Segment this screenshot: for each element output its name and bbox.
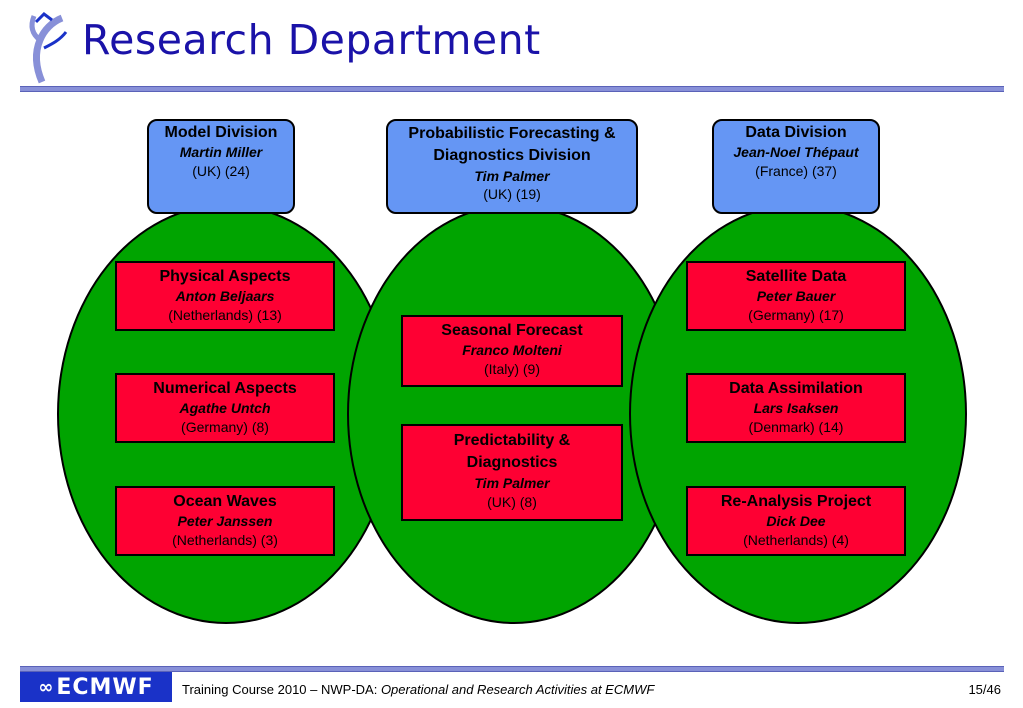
section-ocean-waves: Ocean Waves Peter Janssen (Netherlands) … — [115, 486, 335, 556]
footer-italic: Operational and Research Activities at E… — [380, 682, 655, 697]
section-seasonal-forecast: Seasonal Forecast Franco Molteni (Italy)… — [401, 315, 623, 387]
ecmwf-bird-logo-icon — [29, 12, 68, 84]
ecmwf-logo-text: ECMWF — [56, 674, 154, 700]
page-number: 15/46 — [968, 682, 1001, 697]
division-name: Data Division — [745, 124, 847, 141]
section-numerical-aspects: Numerical Aspects Agathe Untch (Germany)… — [115, 373, 335, 443]
probabilistic-division-ellipse — [347, 204, 681, 624]
division-country: (UK) (24) — [192, 163, 250, 179]
division-head-probabilistic: Probabilistic Forecasting & Diagnostics … — [386, 119, 638, 214]
ecmwf-logo: ∞ ECMWF — [20, 672, 172, 702]
section-predictability-diagnostics: Predictability & Diagnostics Tim Palmer … — [401, 424, 623, 521]
footer-divider — [20, 666, 1004, 672]
division-head-model: Model Division Martin Miller (UK) (24) — [147, 119, 295, 214]
section-physical-aspects: Physical Aspects Anton Beljaars (Netherl… — [115, 261, 335, 331]
header-divider — [20, 86, 1004, 92]
section-satellite-data: Satellite Data Peter Bauer (Germany) (17… — [686, 261, 906, 331]
division-head-person: Jean-Noel Thépaut — [733, 144, 859, 160]
division-name: Probabilistic Forecasting & Diagnostics … — [408, 125, 616, 164]
section-re-analysis-project: Re-Analysis Project Dick Dee (Netherland… — [686, 486, 906, 556]
division-country: (France) (37) — [755, 163, 837, 179]
division-country: (UK) (19) — [483, 186, 541, 202]
division-head-person: Tim Palmer — [474, 168, 550, 184]
footer-text: Training Course 2010 – NWP-DA: Operation… — [182, 682, 654, 697]
division-name: Model Division — [164, 124, 278, 141]
ecmwf-swirl-icon: ∞ — [38, 676, 55, 698]
division-head-data: Data Division Jean-Noel Thépaut (France)… — [712, 119, 880, 214]
page-title: Research Department — [82, 16, 541, 64]
footer-prefix: Training Course 2010 – NWP-DA: — [182, 682, 381, 697]
section-data-assimilation: Data Assimilation Lars Isaksen (Denmark)… — [686, 373, 906, 443]
division-head-person: Martin Miller — [179, 144, 263, 160]
